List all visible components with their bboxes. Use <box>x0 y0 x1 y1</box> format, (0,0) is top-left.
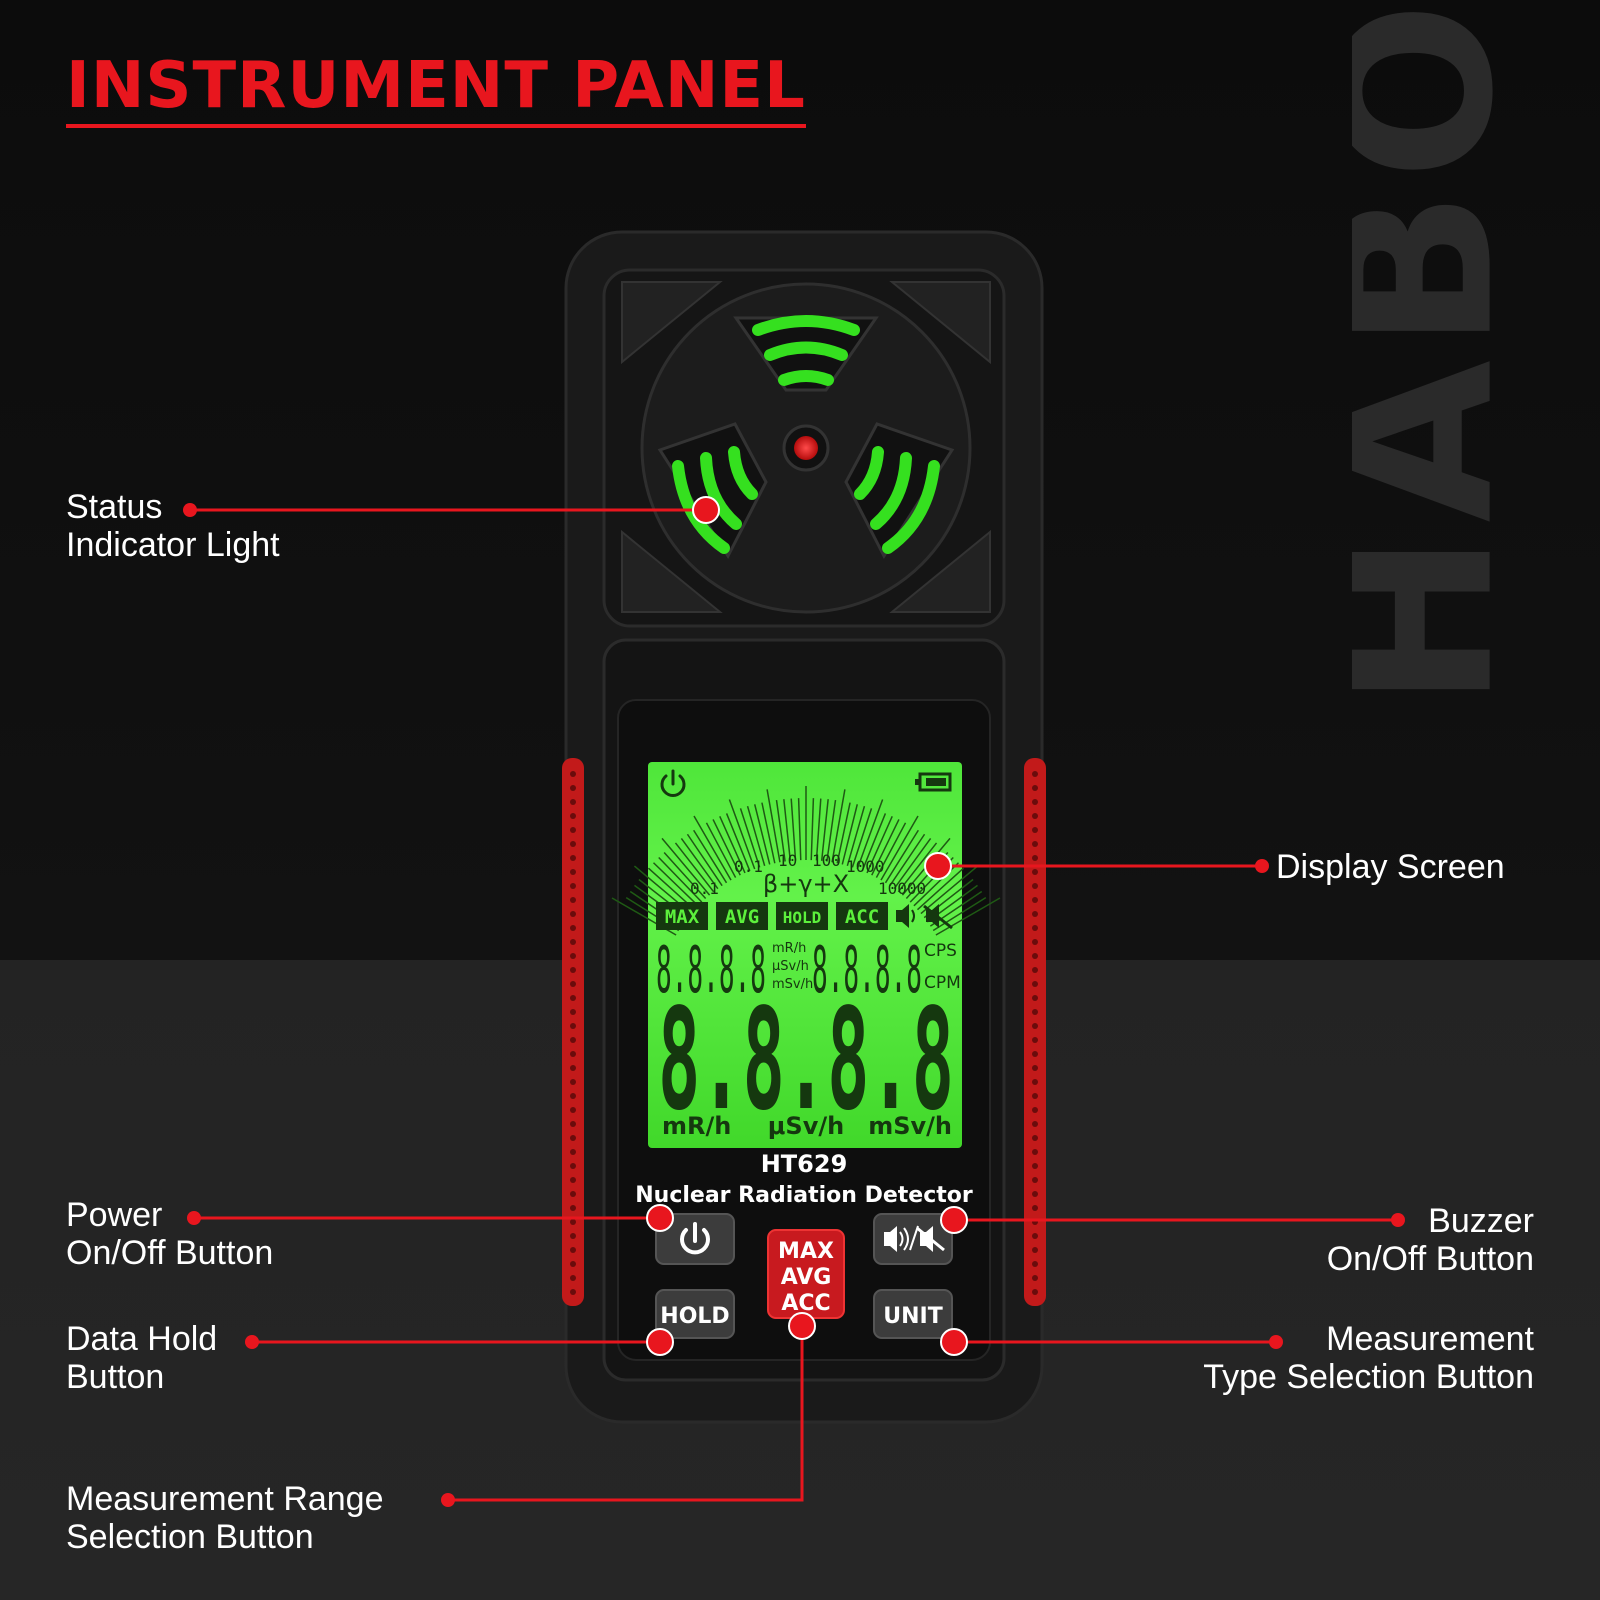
scale-tick-label: 0.1 <box>690 879 719 898</box>
lcd-small-digits-left: 8.8.8.8 <box>656 934 766 1008</box>
scale-tick-label: 10 <box>778 851 797 870</box>
callout-range: Measurement Range Selection Button <box>66 1480 384 1556</box>
svg-text:HABO: HABO <box>1352 0 1512 700</box>
lcd-main-reading: 8.8.8.8 <box>658 979 954 1142</box>
lcd-display: 0.1 0.1 10 100 1000 10000 β+γ+X MAX AVG … <box>611 762 1001 1148</box>
brand-watermark: HABO <box>1352 0 1512 700</box>
buzzer-button[interactable] <box>873 1213 953 1265</box>
range-label-avg: AVG <box>781 1265 832 1290</box>
leader-range <box>448 1326 804 1502</box>
device-name: Nuclear Radiation Detector <box>635 1183 973 1208</box>
lcd-unit-cps: CPS <box>924 941 957 961</box>
scale-tick-label: 1000 <box>846 857 885 876</box>
callout-buzzer: Buzzer On/Off Button <box>1326 1202 1534 1278</box>
right-grip <box>1024 758 1046 1306</box>
hold-button-label: HOLD <box>660 1304 729 1329</box>
lcd-mute-icon <box>923 904 953 930</box>
unit-button[interactable]: UNIT <box>873 1289 953 1339</box>
lcd-unit-mrh: mR/h <box>772 941 806 956</box>
scale-tick-label: 100 <box>812 851 841 870</box>
radiation-types-label: β+γ+X <box>763 870 849 898</box>
lcd-bottom-unit-mrh: mR/h <box>662 1112 731 1140</box>
scale-tick-label: 10000 <box>878 879 926 898</box>
unit-button-label: UNIT <box>883 1304 942 1329</box>
device-model: HT629 <box>761 1150 848 1178</box>
lcd-unit-msvh: mSv/h <box>772 977 813 992</box>
callout-status-light: Status Indicator Light <box>66 488 280 564</box>
lcd-small-digits-right: 8.8.8.8 <box>812 934 922 1008</box>
lcd-unit-cpm: CPM <box>924 973 961 993</box>
callout-hold: Data Hold Button <box>66 1320 218 1396</box>
status-led <box>794 436 818 460</box>
power-button[interactable] <box>655 1213 735 1265</box>
callout-power: Power On/Off Button <box>66 1196 274 1272</box>
lcd-arc-scale <box>611 786 1001 936</box>
range-label-max: MAX <box>778 1239 834 1264</box>
callout-type: Measurement Type Selection Button <box>1203 1320 1534 1396</box>
lcd-mode-acc: ACC <box>845 906 879 928</box>
callout-display-screen: Display Screen <box>1276 848 1505 886</box>
range-button[interactable]: MAX AVG ACC <box>767 1229 845 1319</box>
lcd-unit-usvh: μSv/h <box>772 959 809 974</box>
lcd-mode-row: MAX AVG HOLD ACC <box>656 902 953 930</box>
callout-leaders <box>190 508 1398 1502</box>
lcd-mode-avg: AVG <box>725 906 759 928</box>
lcd-bottom-unit-msvh: mSv/h <box>868 1112 952 1140</box>
scale-tick-label: 0.1 <box>734 857 763 876</box>
lcd-speaker-icon <box>896 904 915 928</box>
lcd-power-icon <box>660 769 686 797</box>
speaker-mute-icon <box>884 1225 945 1252</box>
hold-button[interactable]: HOLD <box>655 1289 735 1339</box>
lcd-mode-max: MAX <box>665 906 700 928</box>
range-label-acc: ACC <box>781 1291 830 1316</box>
lcd-mode-hold: HOLD <box>783 908 822 927</box>
power-icon <box>680 1222 710 1255</box>
left-grip <box>562 758 584 1306</box>
lcd-battery-icon <box>915 772 952 792</box>
page-title: INSTRUMENT PANEL <box>66 49 806 128</box>
callout-dots <box>183 496 1405 1507</box>
lcd-bottom-unit-usvh: μSv/h <box>768 1112 844 1140</box>
